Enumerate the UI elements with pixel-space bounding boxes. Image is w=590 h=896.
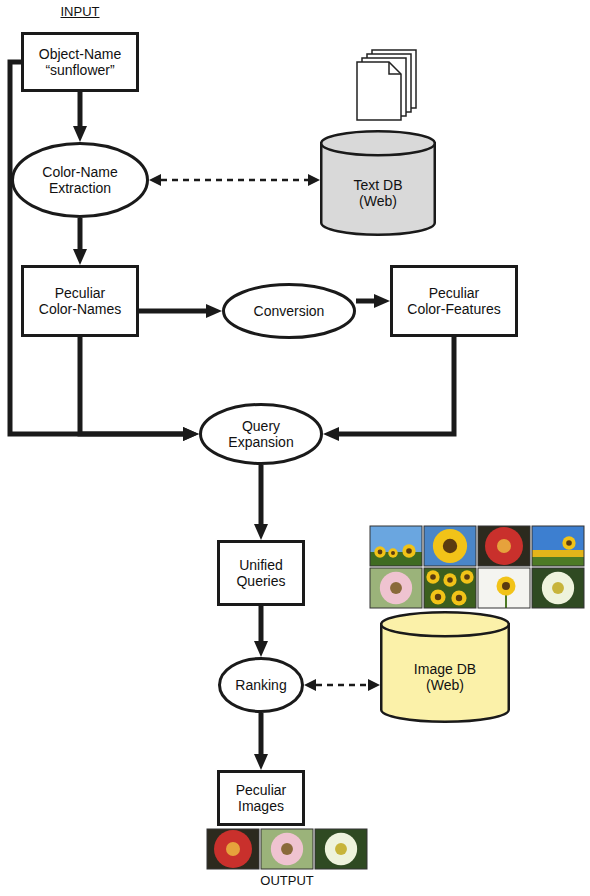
io-label: INPUT (61, 4, 100, 19)
flow-arrow (10, 62, 183, 434)
io-label: OUTPUT (260, 873, 313, 888)
node-text: Query Expansion (221, 418, 301, 450)
process-ellipse: Color-Name Extraction (11, 142, 149, 218)
node-text: Object-Name “sunflower” (30, 46, 130, 78)
flow-arrow (259, 465, 264, 524)
flow-arrow (139, 309, 206, 314)
flow-arrow (356, 299, 374, 304)
flow-arrow (78, 92, 83, 126)
flow-arrow (339, 337, 454, 434)
node-text: Color-Name Extraction (35, 164, 125, 196)
dashed-link (316, 684, 368, 687)
node-text: Peculiar Images (226, 782, 296, 814)
node-text: Image DB (Web) (409, 661, 481, 693)
node-text: Conversion (254, 303, 325, 319)
node-text: Ranking (235, 677, 286, 693)
database-cylinder: Image DB (Web) (380, 611, 510, 723)
process-box: Object-Name “sunflower” (21, 32, 139, 92)
flow-arrow (259, 713, 264, 754)
process-box: Peculiar Images (217, 770, 305, 826)
process-box: Peculiar Color-Features (390, 265, 518, 337)
document-stack (357, 50, 416, 120)
database-cylinder: Text DB (Web) (320, 130, 436, 236)
process-ellipse: Ranking (218, 657, 304, 713)
flow-arrow (78, 218, 83, 249)
process-ellipse: Conversion (222, 283, 356, 339)
node-text: Peculiar Color-Features (399, 285, 509, 317)
dashed-link (161, 179, 308, 182)
node-text: Text DB (Web) (346, 177, 410, 209)
node-text: Unified Queries (226, 557, 296, 589)
node-text: Peculiar Color-Names (30, 285, 130, 317)
process-box: Unified Queries (217, 540, 305, 606)
process-box: Peculiar Color-Names (21, 265, 139, 337)
flow-arrow (259, 606, 264, 641)
flow-arrow (80, 337, 183, 434)
process-ellipse: Query Expansion (199, 403, 323, 465)
image-thumbnails (207, 526, 584, 869)
